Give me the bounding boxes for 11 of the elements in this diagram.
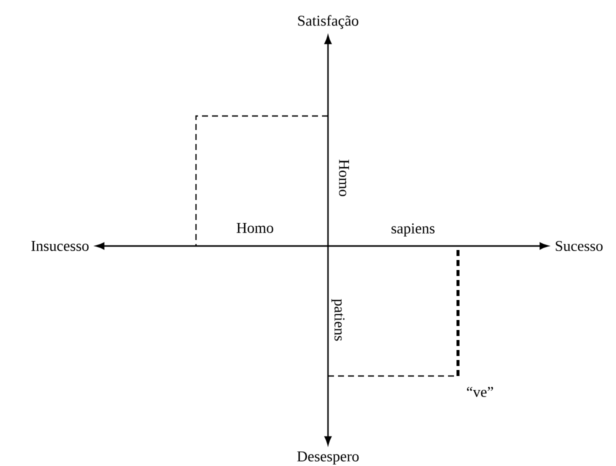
axis-text: “ve” [466, 386, 494, 398]
axis-text: patiens [331, 298, 345, 341]
axis-label: Sucesso [556, 240, 603, 252]
axis-text: Homo [339, 160, 349, 196]
axis-text: sapiens [392, 223, 435, 237]
axis-text: Homo [236, 223, 274, 233]
axis-label: Desespero [297, 451, 359, 464]
axis-label: Satisfação [298, 15, 358, 29]
axis-arrow [96, 242, 548, 250]
axis-arrow [324, 35, 332, 445]
axis-label: Insucesso [31, 241, 89, 251]
